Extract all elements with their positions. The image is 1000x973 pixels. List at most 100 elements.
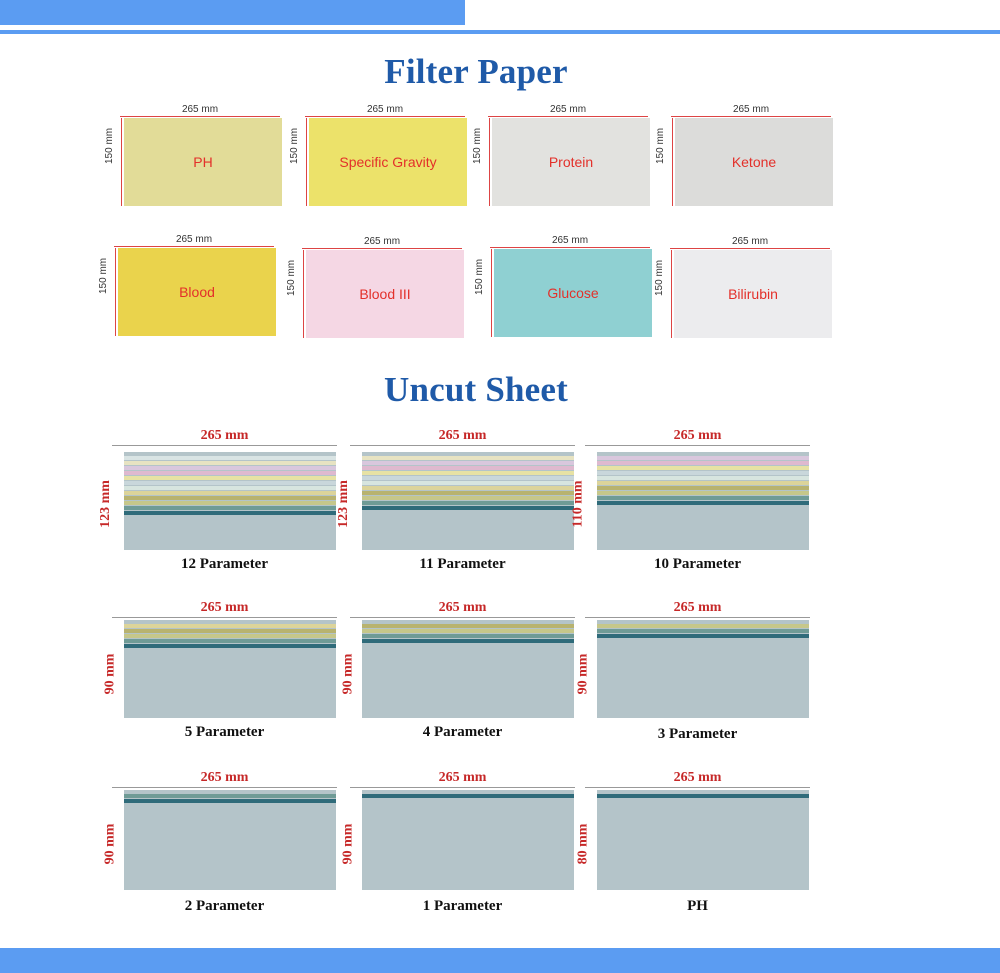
pad-stripe — [124, 501, 336, 505]
pad-stripe — [362, 471, 574, 475]
paper-sheet: PH — [124, 118, 282, 206]
height-dimension: 150 mm — [474, 258, 485, 295]
paper-sheet: Glucose — [494, 249, 652, 337]
uncut-sheet-card: 265 mm 110 mm 10 Parameter — [571, 428, 810, 578]
pad-stripe — [124, 511, 336, 515]
pad-stripe — [362, 501, 574, 505]
height-dimension-line — [672, 118, 673, 206]
height-dimension-line — [671, 250, 672, 338]
width-dimension: 265 mm — [585, 600, 810, 618]
pad-stripe — [362, 634, 574, 638]
pad-stripe — [362, 496, 574, 500]
uncut-sheet-card: 265 mm 90 mm 4 Parameter — [340, 600, 575, 750]
pad-stripe — [597, 486, 809, 490]
uncut-sheet-strip-area — [362, 790, 574, 890]
top-accent-bar — [0, 0, 465, 25]
pad-stripe — [124, 481, 336, 485]
uncut-sheet-strip-area — [362, 620, 574, 718]
width-dimension: 265 mm — [585, 770, 810, 788]
width-dimension: 265 mm — [302, 236, 462, 249]
uncut-sheet-strip-area — [124, 790, 336, 890]
height-dimension: 110 mm — [570, 480, 586, 528]
pad-stripe — [124, 486, 336, 490]
pad-stripe — [597, 461, 809, 465]
pad-stripe — [124, 644, 336, 648]
uncut-sheet-card: 265 mm 123 mm 12 Parameter — [98, 428, 337, 578]
top-divider-line — [0, 30, 1000, 34]
paper-label: Blood — [179, 284, 215, 300]
height-dimension: 90 mm — [340, 823, 356, 865]
pad-stripe — [124, 491, 336, 495]
pad-stripe — [597, 634, 809, 638]
height-dimension: 90 mm — [575, 653, 591, 695]
width-dimension: 265 mm — [670, 236, 830, 249]
uncut-sheet-caption: 11 Parameter — [419, 556, 506, 572]
uncut-sheet-caption: 5 Parameter — [184, 724, 265, 740]
filter-paper-card: 265 mm 150 mm PH — [104, 104, 290, 214]
uncut-sheet-strip-area — [597, 790, 809, 890]
paper-sheet: Blood III — [306, 250, 464, 338]
width-dimension: 265 mm — [671, 104, 831, 117]
paper-sheet: Bilirubin — [674, 250, 832, 338]
width-dimension: 265 mm — [490, 235, 650, 248]
height-dimension: 150 mm — [104, 127, 115, 164]
uncut-sheet-caption: 1 Parameter — [422, 898, 503, 914]
width-dimension: 265 mm — [112, 428, 337, 446]
width-dimension: 265 mm — [350, 770, 575, 788]
uncut-sheet-card: 265 mm 90 mm 3 Parameter — [575, 600, 810, 750]
pad-stripe — [124, 461, 336, 465]
pad-stripe — [124, 624, 336, 628]
pad-stripe — [597, 476, 809, 480]
paper-label: Blood III — [359, 286, 411, 302]
height-dimension: 90 mm — [340, 653, 356, 695]
filter-paper-card: 265 mm 150 mm Blood — [98, 234, 284, 344]
height-dimension-line — [303, 250, 304, 338]
pad-stripe — [362, 629, 574, 633]
pad-stripe — [597, 624, 809, 628]
bottom-accent-bar — [0, 948, 1000, 973]
pad-stripe — [362, 466, 574, 470]
uncut-sheet-card: 265 mm 90 mm 1 Parameter — [340, 770, 575, 920]
height-dimension: 150 mm — [286, 259, 297, 296]
paper-sheet: Ketone — [675, 118, 833, 206]
uncut-sheet-card: 265 mm 90 mm 2 Parameter — [102, 770, 337, 920]
pad-stripe — [362, 486, 574, 490]
pad-stripe — [124, 466, 336, 470]
height-dimension-line — [121, 118, 122, 206]
pad-stripe — [124, 629, 336, 633]
uncut-sheet-caption: 12 Parameter — [180, 556, 269, 572]
pad-stripe — [124, 794, 336, 798]
uncut-sheet-strip-area — [362, 452, 574, 550]
height-dimension: 150 mm — [289, 127, 300, 164]
uncut-sheet-card: 265 mm 90 mm 5 Parameter — [102, 600, 337, 750]
height-dimension: 90 mm — [102, 823, 118, 865]
pad-stripe — [597, 629, 809, 633]
uncut-sheet-title: Uncut Sheet — [383, 370, 568, 409]
pad-stripe — [124, 476, 336, 480]
height-dimension-line — [491, 249, 492, 337]
filter-paper-card: 265 mm 150 mm Glucose — [474, 235, 660, 345]
pad-stripe — [362, 506, 574, 510]
height-dimension: 150 mm — [472, 127, 483, 164]
pad-stripe — [597, 496, 809, 500]
paper-label: PH — [193, 154, 213, 170]
uncut-sheet-caption: 4 Parameter — [422, 724, 503, 740]
pad-stripe — [362, 481, 574, 485]
pad-stripe — [597, 491, 809, 495]
height-dimension: 123 mm — [97, 480, 113, 528]
width-dimension: 265 mm — [112, 600, 337, 618]
width-dimension: 265 mm — [114, 234, 274, 247]
height-dimension-line — [489, 118, 490, 206]
uncut-sheet-strip-area — [597, 620, 809, 718]
uncut-sheet-card: 265 mm 123 mm 11 Parameter — [336, 428, 575, 578]
height-dimension: 150 mm — [98, 257, 109, 294]
uncut-sheet-strip-area — [124, 452, 336, 550]
paper-sheet: Specific Gravity — [309, 118, 467, 206]
paper-sheet: Blood — [118, 248, 276, 336]
pad-stripe — [124, 506, 336, 510]
filter-paper-card: 265 mm 150 mm Protein — [472, 104, 658, 214]
uncut-sheet-caption: 10 Parameter — [653, 556, 742, 572]
pad-stripe — [597, 466, 809, 470]
filter-paper-title: Filter Paper — [384, 52, 568, 91]
uncut-sheet-card: 265 mm 80 mm PH — [575, 770, 810, 920]
